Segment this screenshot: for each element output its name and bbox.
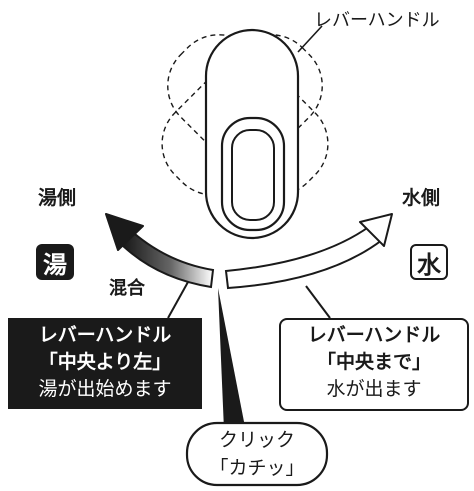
right-note-line3: 水が出ます — [326, 378, 422, 400]
click-bubble — [185, 421, 329, 487]
right-note-line2: 「中央まで」 — [316, 351, 431, 373]
cold-side-label: 水側 — [402, 187, 441, 209]
cold-badge: 水 — [410, 244, 448, 280]
right-note-line1: レバーハンドル — [307, 324, 441, 346]
lever-handle-label: レバーハンドル — [314, 10, 440, 31]
hot-arc-arrow — [105, 213, 215, 289]
lever-right-position-outline — [161, 34, 323, 196]
left-box-pointer — [167, 281, 189, 319]
left-note-line2: 「中央より左」 — [38, 351, 172, 373]
right-box-pointer — [305, 285, 331, 319]
lever-left-position-outline — [167, 34, 329, 196]
lever-label-leader — [297, 25, 323, 53]
lever-handle — [204, 28, 300, 240]
click-callout-text: クリック 「カチッ」 — [187, 426, 327, 482]
hot-badge: 湯 — [36, 244, 74, 280]
right-note-box: レバーハンドル 「中央まで」 水が出ます — [279, 318, 469, 411]
cold-arc-arrow — [224, 213, 393, 290]
mix-label: 混合 — [109, 278, 145, 299]
left-note-box: レバーハンドル 「中央より左」 湯が出始めます — [8, 318, 202, 409]
left-note-line3: 湯が出始めます — [38, 378, 172, 400]
click-callout-pointer — [218, 288, 246, 432]
click-line1: クリック — [218, 429, 295, 451]
left-note-line1: レバーハンドル — [38, 324, 172, 346]
click-line2: 「カチッ」 — [209, 457, 305, 479]
hot-side-label: 湯側 — [38, 187, 77, 209]
